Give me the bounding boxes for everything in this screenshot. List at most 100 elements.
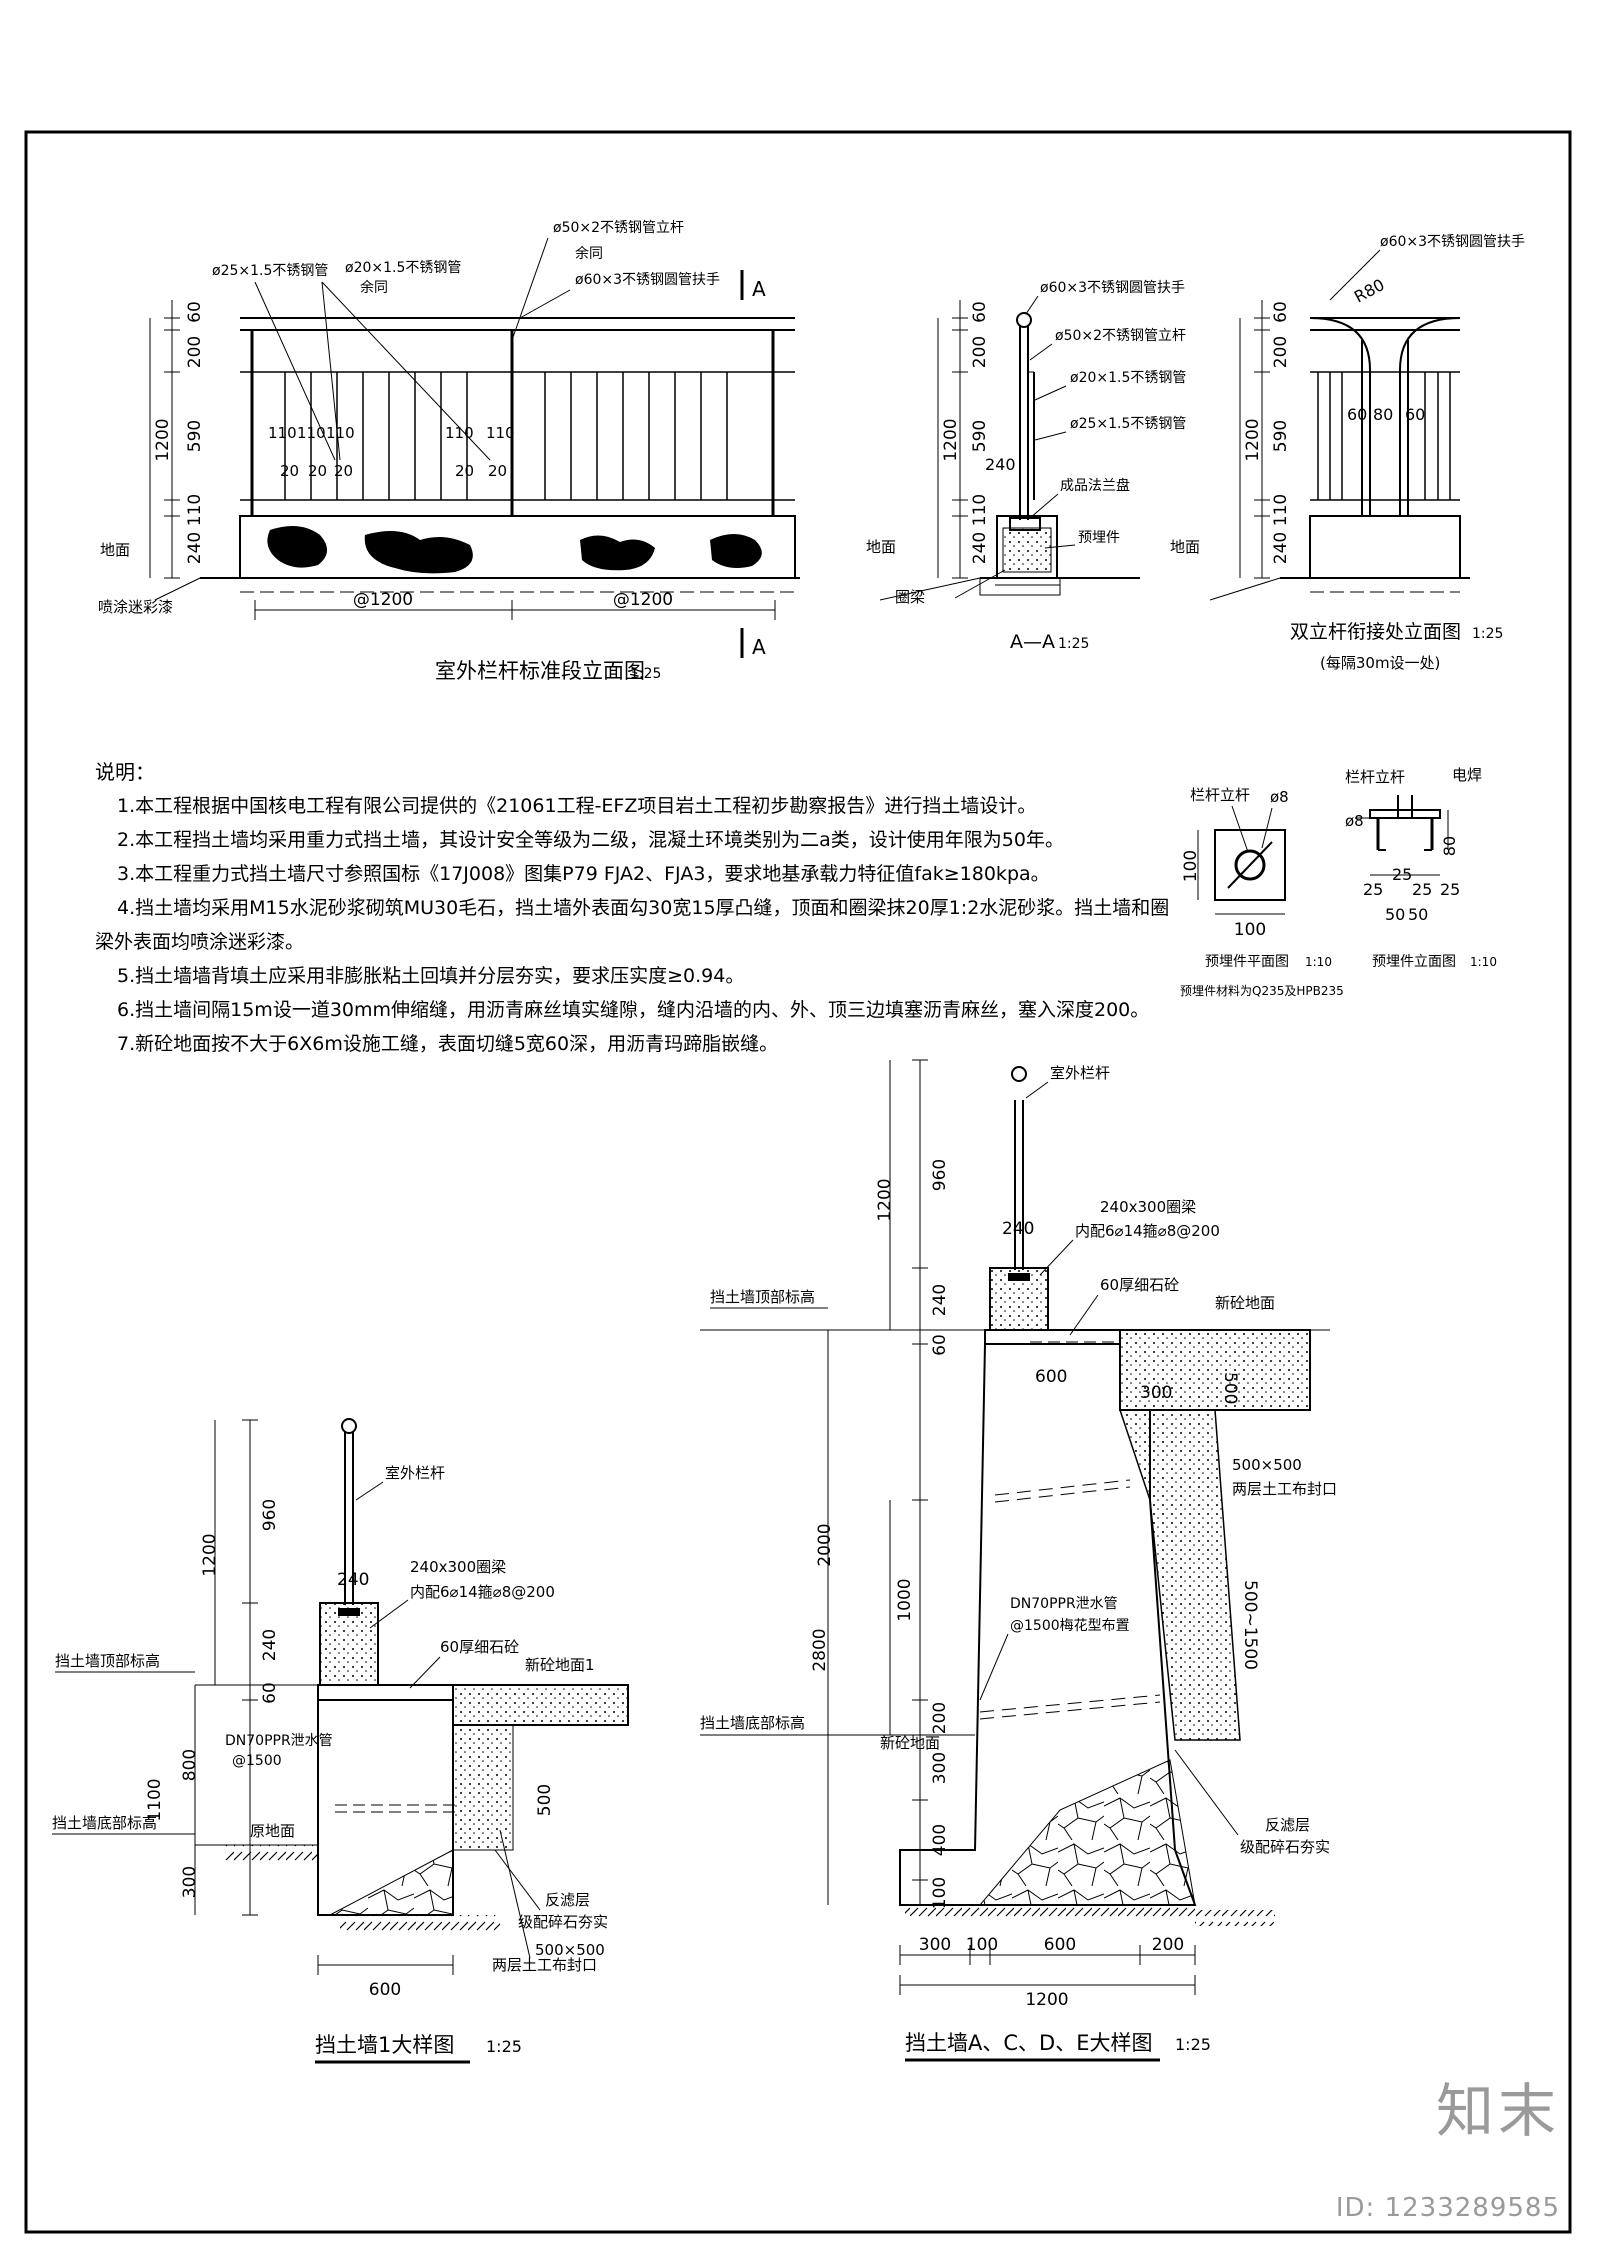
wall-acde-scale: 1:25 bbox=[1175, 2035, 1211, 2054]
elev-label-paint: 喷涂迷彩漆 bbox=[98, 598, 173, 616]
wa-label-beam: 240x300圈梁 bbox=[1100, 1198, 1196, 1216]
wa-label-gravel: 级配碎石夯实 bbox=[1240, 1838, 1330, 1856]
ee-dim-d2: 25 bbox=[1392, 865, 1412, 884]
wa-label-fine: 60厚细石砼 bbox=[1100, 1276, 1179, 1294]
ee-dim-d4: 25 bbox=[1440, 880, 1460, 899]
aa-label-embed: 预埋件 bbox=[1078, 530, 1120, 546]
elev-dim-200: 200 bbox=[185, 336, 205, 368]
wa-label-bottom: 挡土墙底部标高 bbox=[700, 1714, 805, 1732]
elev-dim-110: 110 bbox=[185, 494, 205, 526]
wa-dim-1200: 1200 bbox=[875, 1178, 895, 1221]
w1-label-bottom: 挡土墙底部标高 bbox=[52, 1814, 157, 1832]
elev-section-a-top: A bbox=[752, 277, 766, 301]
dp-dim-200: 200 bbox=[1271, 336, 1291, 368]
elev-label-pipe25: ø25×1.5不锈钢管 bbox=[212, 263, 328, 279]
wa-dim-300-top: 300 bbox=[1140, 1383, 1172, 1403]
note-line: 1.本工程根据中国核电工程有限公司提供的《21061工程-EFZ项目岩土工程初步… bbox=[117, 795, 1037, 817]
wa-dim-960: 960 bbox=[930, 1159, 950, 1191]
elev-spacing-1: 110 bbox=[268, 424, 297, 442]
wa-label-top: 挡土墙顶部标高 bbox=[710, 1288, 815, 1306]
ee-dim-d1: 25 bbox=[1363, 880, 1383, 899]
aa-label-pipe25: ø25×1.5不锈钢管 bbox=[1070, 416, 1186, 432]
dp-dim-240: 240 bbox=[1271, 532, 1291, 564]
wa-dim-500-1500: 500~1500 bbox=[1240, 1580, 1260, 1670]
w1-dim-1100: 1100 bbox=[145, 1778, 165, 1821]
w1-label-newground: 新砼地面1 bbox=[525, 1656, 595, 1674]
wa-dim-240: 240 bbox=[930, 1284, 950, 1316]
aa-label-post: ø50×2不锈钢管立杆 bbox=[1055, 328, 1186, 344]
elev-spacing-2: 110 bbox=[297, 424, 326, 442]
elev-label-ground: 地面 bbox=[100, 541, 130, 559]
embed-elevation: 80 栏杆立杆 电焊 ø8 25 25 25 25 50 50 预埋件立面图 1… bbox=[1345, 766, 1497, 970]
ee-dim-80: 80 bbox=[1440, 836, 1459, 856]
aa-label-ground: 地面 bbox=[866, 538, 896, 556]
w1-label-railing: 室外栏杆 bbox=[385, 1464, 445, 1482]
ep-title: 预埋件平面图 bbox=[1205, 954, 1289, 970]
note-line: 3.本工程重力式挡土墙尺寸参照国标《17J008》图集P79 FJA2、FJA3… bbox=[117, 863, 1050, 885]
w1-label-geotext: 两层土工布封口 bbox=[492, 1956, 597, 1974]
wa-dim-h-600: 600 bbox=[1044, 1935, 1076, 1955]
section-aa: 60 200 590 110 240 1200 ø60×3不锈钢圆管扶手 ø50… bbox=[866, 280, 1186, 653]
dp-scale: 1:25 bbox=[1472, 626, 1503, 642]
w1-dim-800: 800 bbox=[180, 1749, 200, 1781]
elev-spacing-5: 110 bbox=[486, 424, 515, 442]
aa-dim-110: 110 bbox=[970, 494, 990, 526]
ep-dim-h: 100 bbox=[1181, 850, 1201, 882]
aa-dim-200: 200 bbox=[970, 336, 990, 368]
aa-dim-240: 240 bbox=[970, 532, 990, 564]
notes-title: 说明： bbox=[95, 760, 155, 784]
wall-acde-title: 挡土墙A、C、D、E大样图 bbox=[905, 2031, 1152, 2055]
w1-dim-960: 960 bbox=[260, 1499, 280, 1531]
wall1-title: 挡土墙1大样图 bbox=[315, 2033, 454, 2057]
w1-label-240: 240 bbox=[337, 1570, 369, 1590]
w1-dim-240: 240 bbox=[260, 1629, 280, 1661]
ep-material: 预埋件材料为Q235及HPB235 bbox=[1180, 984, 1344, 998]
dp-dim-1200: 1200 bbox=[1243, 418, 1263, 461]
wall1-detail: 960 1200 240 60 800 1100 300 240 室外栏杆 24… bbox=[52, 1418, 629, 2064]
wa-label-filter: 反滤层 bbox=[1265, 1816, 1310, 1834]
note-line: 7.新砼地面按不大于6X6m设施工缝，表面切缝5宽60深，用沥青玛蹄脂嵌缝。 bbox=[117, 1033, 779, 1055]
w1-dim-600: 600 bbox=[369, 1980, 401, 2000]
w1-dim-500: 500 bbox=[535, 1784, 555, 1816]
wa-dim-100: 100 bbox=[930, 1877, 950, 1909]
elev-dim-240: 240 bbox=[185, 532, 205, 564]
w1-label-filter: 反滤层 bbox=[545, 1891, 590, 1909]
wa-dim-h-100: 100 bbox=[966, 1935, 998, 1955]
aa-label-handrail: ø60×3不锈钢圆管扶手 bbox=[1040, 280, 1185, 296]
elev-label-handrail: ø60×3不锈钢圆管扶手 bbox=[575, 272, 720, 288]
elev-dim-1200: 1200 bbox=[153, 418, 173, 461]
elev-label-pipe20: ø20×1.5不锈钢管 bbox=[345, 260, 461, 276]
wa-dim-total: 1200 bbox=[1025, 1990, 1068, 2010]
elev-label-post: ø50×2不锈钢管立杆 bbox=[553, 220, 684, 236]
dp-label-r80: R80 bbox=[1351, 275, 1388, 307]
ep-label-rebar: ø8 bbox=[1270, 788, 1289, 806]
w1-label-orig: 原地面 bbox=[250, 1822, 295, 1840]
wa-dim-400: 400 bbox=[930, 1824, 950, 1856]
aa-title: A—A bbox=[1010, 631, 1055, 653]
w1-label-gravel: 级配碎石夯实 bbox=[518, 1913, 608, 1931]
wa-dim-2800: 2800 bbox=[810, 1628, 830, 1671]
watermark-logo: 知末 bbox=[1435, 2077, 1560, 2145]
dp-subtitle: (每隔30m设一处) bbox=[1320, 654, 1440, 672]
elev-label-same2: 余同 bbox=[360, 279, 388, 296]
w1-label-pipe-sp: @1500 bbox=[232, 1753, 282, 1769]
w1-label-size: 500×500 bbox=[535, 1941, 605, 1959]
ee-dim-w2: 50 bbox=[1408, 905, 1428, 924]
dp-dim-110: 110 bbox=[1271, 494, 1291, 526]
elevation-scale: 1:25 bbox=[630, 666, 661, 682]
aa-label-beam: 圈梁 bbox=[895, 588, 925, 606]
aa-label-pipe20: ø20×1.5不锈钢管 bbox=[1070, 370, 1186, 386]
wa-label-pipe-sp: @1500梅花型布置 bbox=[1010, 1618, 1130, 1634]
dp-label-handrail: ø60×3不锈钢圆管扶手 bbox=[1380, 234, 1525, 250]
elev-section-a-bottom: A bbox=[752, 635, 766, 659]
wa-label-240: 240 bbox=[1002, 1219, 1034, 1239]
notes-block: 说明： 1.本工程根据中国核电工程有限公司提供的《21061工程-EFZ项目岩土… bbox=[95, 755, 1169, 1061]
elev-label-same1: 余同 bbox=[575, 245, 603, 262]
w1-label-beam: 240x300圈梁 bbox=[410, 1558, 506, 1576]
wa-dim-1000: 1000 bbox=[895, 1578, 915, 1621]
aa-dim-60: 60 bbox=[970, 301, 990, 323]
wa-dim-h-200: 200 bbox=[1152, 1935, 1184, 1955]
note-line: 梁外表面均喷涂迷彩漆。 bbox=[95, 931, 305, 953]
dp-label-ground: 地面 bbox=[1170, 538, 1200, 556]
watermark-id: ID: 1233289585 bbox=[1335, 2193, 1560, 2223]
